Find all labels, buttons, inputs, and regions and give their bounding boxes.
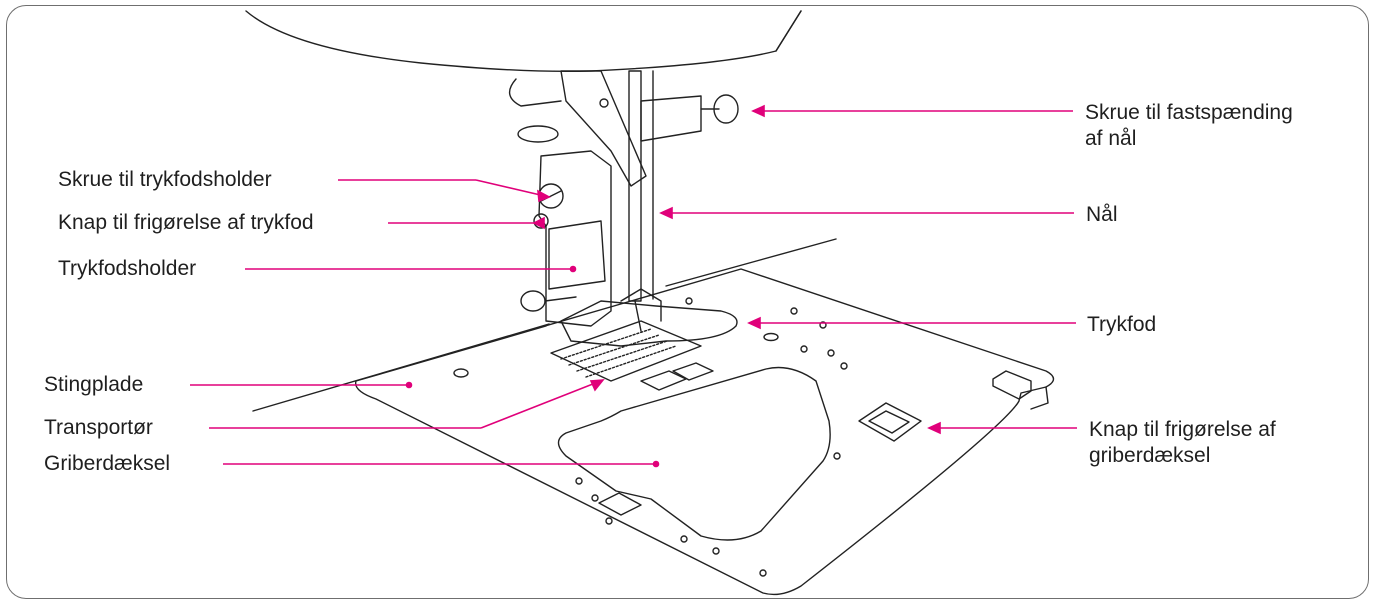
label-presser-foot-release-button: Knap til frigørelse af trykfod <box>58 211 314 234</box>
label-presser-foot: Trykfod <box>1087 313 1157 336</box>
label-bobbin-cover-release-button: Knap til frigørelse af griberdæksel <box>1089 418 1276 467</box>
needle-clamp <box>560 70 647 187</box>
label-bobbin-cover: Griberdæksel <box>44 452 171 475</box>
bobbin-cover-outline <box>557 366 831 541</box>
diagram-frame: Skrue til trykfodsholder Knap til frigør… <box>6 5 1369 599</box>
label-feed-dogs: Transportør <box>44 416 153 439</box>
needle-bar <box>628 70 642 302</box>
label-needle: Nål <box>1086 203 1118 226</box>
sewing-machine-illustration <box>190 10 1077 596</box>
bed-edge-right <box>665 238 837 287</box>
bobbin-release-button <box>858 402 922 442</box>
label-presser-foot-holder: Trykfodsholder <box>58 257 197 280</box>
label-presser-foot-holder-screw: Skrue til trykfodsholder <box>58 168 272 191</box>
machine-head <box>245 10 802 73</box>
feed-dogs <box>550 320 702 382</box>
label-needle-clamp-screw: Skrue til fastspænding af nål <box>1085 101 1293 150</box>
needle-plate-outline <box>354 268 1055 596</box>
presser-foot-shape <box>560 300 738 347</box>
label-needle-plate: Stingplade <box>44 373 144 396</box>
